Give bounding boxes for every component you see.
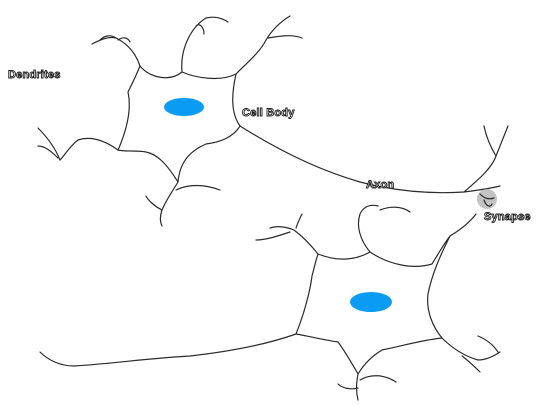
upper-cell-body-outline	[117, 65, 241, 183]
lower-dendrite-top-branch	[379, 206, 411, 213]
upper-dendrite-left	[59, 137, 119, 161]
lower-cell-body-outline	[295, 235, 451, 375]
upper-dendrite-left-branch	[37, 127, 61, 161]
label-axon: Axon	[366, 179, 394, 191]
lower-dendrite-bottom	[355, 373, 359, 401]
upper-dendrite-topright-branch	[267, 35, 303, 39]
upper-dendrite-bottom-branch	[145, 184, 221, 211]
upper-dendrite-topright	[235, 15, 291, 75]
lower-axon	[39, 333, 297, 367]
lower-neuron	[39, 204, 501, 401]
lower-dendrite-bottom-branch	[337, 375, 397, 390]
upper-nucleus	[164, 98, 204, 116]
synapse	[449, 189, 497, 237]
lower-dendrite-topleft	[269, 226, 319, 255]
upper-dendrite-bottom	[159, 181, 179, 227]
axon	[239, 125, 501, 194]
synapse-highlight	[477, 189, 497, 209]
upper-dendrite-topleft-branch	[99, 35, 131, 43]
lower-dendrite-topleft-branch	[255, 213, 303, 241]
upper-dendrite-topleft	[91, 36, 141, 67]
lower-nucleus	[350, 292, 392, 312]
label-synapse: Synapse	[484, 211, 531, 223]
label-dendrites: Dendrites	[8, 69, 61, 81]
lower-dendrite-right-branch	[461, 335, 499, 373]
lower-dendrite-top	[357, 204, 379, 253]
axon-branch-upper	[463, 125, 509, 193]
upper-neuron	[37, 15, 509, 227]
lower-dendrite-right	[441, 337, 501, 361]
axon-branch-upper-tip	[483, 125, 497, 157]
synapse-gap-line	[449, 213, 477, 237]
upper-dendrite-top	[181, 16, 229, 73]
label-cell-body: Cell Body	[242, 107, 295, 119]
upper-dendrite-top-branch	[195, 24, 205, 35]
synapse-terminal-icon	[479, 193, 495, 207]
